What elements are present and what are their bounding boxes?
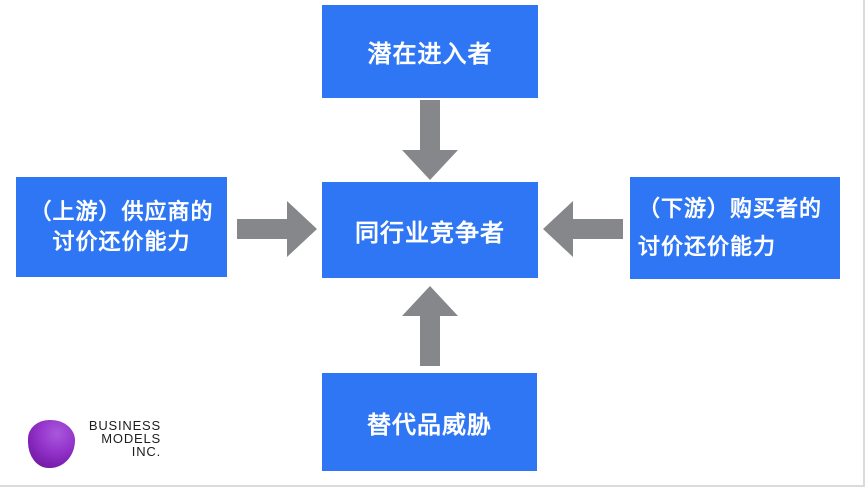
- arrow-down-icon: [402, 100, 458, 180]
- logo-text: BUSINESS MODELS INC.: [87, 414, 161, 458]
- box-buyer-line2: 讨价还价能力: [638, 234, 777, 259]
- business-models-inc-logo: BUSINESS MODELS INC.: [28, 414, 161, 468]
- gem-icon: [28, 420, 75, 468]
- box-potential-entrants-label: 潜在进入者: [367, 41, 493, 68]
- logo-line3: INC.: [131, 444, 161, 459]
- logo-line2: MODELS: [101, 431, 161, 446]
- arrow-right-icon: [237, 201, 317, 257]
- box-supplier-line2: 讨价还价能力: [52, 229, 191, 254]
- box-substitute-threat-label: 替代品威胁: [367, 411, 492, 439]
- box-industry-competitors: 同行业竞争者: [322, 182, 538, 278]
- box-buyer-line1: （下游）购买者的: [638, 196, 823, 221]
- box-potential-entrants: 潜在进入者: [322, 5, 538, 98]
- box-supplier-line1: （上游）供应商的: [29, 199, 214, 224]
- box-industry-competitors-label: 同行业竞争者: [355, 219, 505, 247]
- arrow-up-icon: [402, 286, 458, 366]
- box-buyer-bargaining-power: （下游）购买者的 讨价还价能力: [630, 177, 840, 279]
- arrow-left-icon: [543, 201, 623, 257]
- box-supplier-bargaining-power: （上游）供应商的 讨价还价能力: [16, 177, 227, 277]
- logo-line1: BUSINESS: [88, 418, 161, 433]
- box-substitute-threat: 替代品威胁: [322, 373, 537, 471]
